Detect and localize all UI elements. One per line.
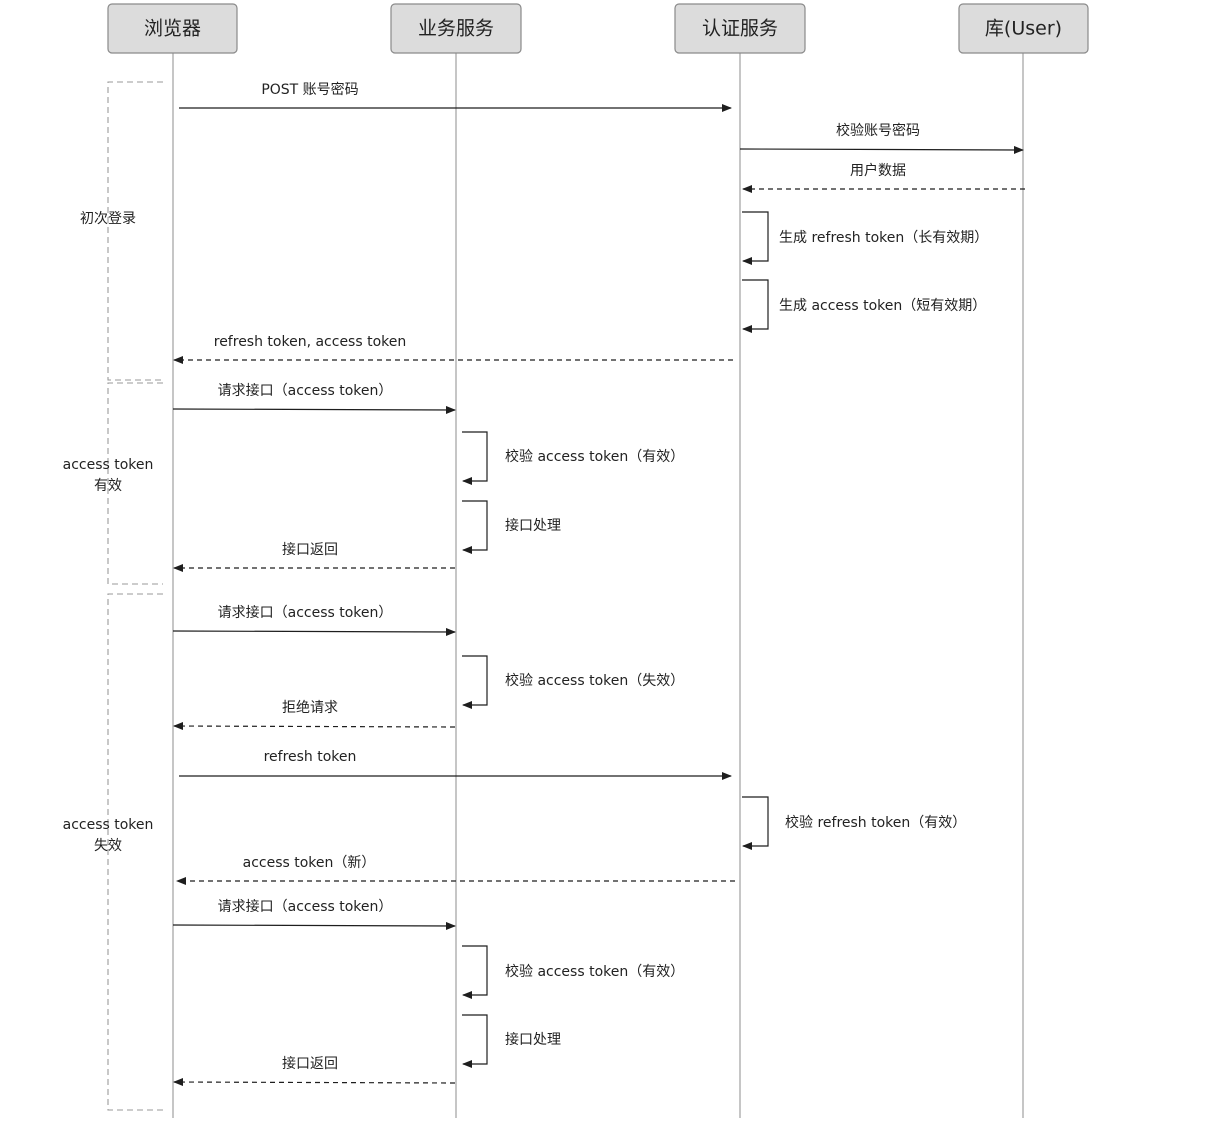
self-api-processing-1-label: 接口处理 [505, 517, 561, 534]
self-verify-refresh-token-label: 校验 refresh token（有效） [785, 814, 966, 831]
self-generate-refresh-token: 生成 refresh token（长有效期） [742, 211, 988, 265]
actor-auth-service: 认证服务 [674, 3, 806, 54]
message-verify-credentials-label: 校验账号密码 [836, 122, 920, 139]
self-verify-access-token-valid-1: 校验 access token（有效） [462, 431, 684, 485]
group-first-login-label: 初次登录 [80, 210, 136, 227]
self-verify-access-token-valid-1-label: 校验 access token（有效） [505, 448, 684, 465]
message-reject-request: 拒绝请求 [173, 700, 456, 731]
message-user-data: 用户数据 [742, 162, 1025, 193]
message-api-response-2: 接口返回 [173, 1055, 456, 1087]
message-request-api-2-label: 请求接口（access token） [218, 604, 393, 621]
message-return-tokens-label: refresh token, access token [214, 334, 407, 350]
message-api-response-1: 接口返回 [173, 541, 455, 572]
self-verify-access-token-expired-label: 校验 access token（失效） [505, 672, 684, 689]
message-post-credentials-label: POST 账号密码 [261, 81, 358, 98]
group-first-login: 初次登录 [80, 81, 163, 381]
group-token-expired: access token 失效 [63, 593, 163, 1111]
group-token-valid: access token 有效 [63, 382, 163, 585]
message-user-data-label: 用户数据 [850, 162, 906, 179]
self-generate-access-token-label: 生成 access token（短有效期） [779, 298, 986, 314]
self-verify-refresh-token: 校验 refresh token（有效） [742, 796, 966, 850]
self-api-processing-2-label: 接口处理 [505, 1031, 561, 1048]
self-verify-access-token-valid-2: 校验 access token（有效） [462, 945, 684, 999]
message-request-api-3: 请求接口（access token） [172, 898, 456, 930]
self-api-processing-2: 接口处理 [462, 1014, 561, 1068]
actor-browser: 浏览器 [107, 3, 238, 54]
group-token-valid-label-line1: access token [63, 457, 154, 473]
message-send-refresh-token: refresh token [179, 749, 732, 780]
self-verify-access-token-expired: 校验 access token（失效） [462, 655, 684, 709]
self-api-processing-1: 接口处理 [462, 500, 561, 554]
message-request-api-2: 请求接口（access token） [172, 604, 456, 636]
message-request-api-1: 请求接口（access token） [172, 382, 456, 414]
actor-browser-label: 浏览器 [144, 18, 201, 40]
actor-user-db-label: 库(User) [985, 18, 1062, 40]
message-new-access-token-label: access token（新） [243, 855, 376, 871]
self-generate-access-token: 生成 access token（短有效期） [742, 279, 986, 333]
message-verify-credentials: 校验账号密码 [739, 122, 1024, 154]
message-return-tokens: refresh token, access token [173, 334, 733, 364]
message-api-response-1-label: 接口返回 [282, 541, 338, 558]
message-request-api-1-label: 请求接口（access token） [218, 382, 393, 399]
message-reject-request-label: 拒绝请求 [282, 700, 338, 716]
message-post-credentials: POST 账号密码 [179, 81, 732, 112]
group-token-expired-label-line2: 失效 [94, 838, 122, 854]
group-token-valid-label-line2: 有效 [94, 478, 122, 494]
message-new-access-token: access token（新） [176, 855, 735, 885]
actor-user-db: 库(User) [958, 3, 1089, 54]
actor-auth-service-label: 认证服务 [702, 18, 778, 40]
actor-business-service-label: 业务服务 [418, 18, 494, 40]
message-send-refresh-token-label: refresh token [264, 749, 357, 765]
actor-business-service: 业务服务 [390, 3, 522, 54]
message-request-api-3-label: 请求接口（access token） [218, 898, 393, 915]
self-verify-access-token-valid-2-label: 校验 access token（有效） [505, 963, 684, 980]
group-token-expired-label-line1: access token [63, 817, 154, 833]
self-generate-refresh-token-label: 生成 refresh token（长有效期） [779, 230, 988, 246]
message-api-response-2-label: 接口返回 [282, 1055, 338, 1072]
